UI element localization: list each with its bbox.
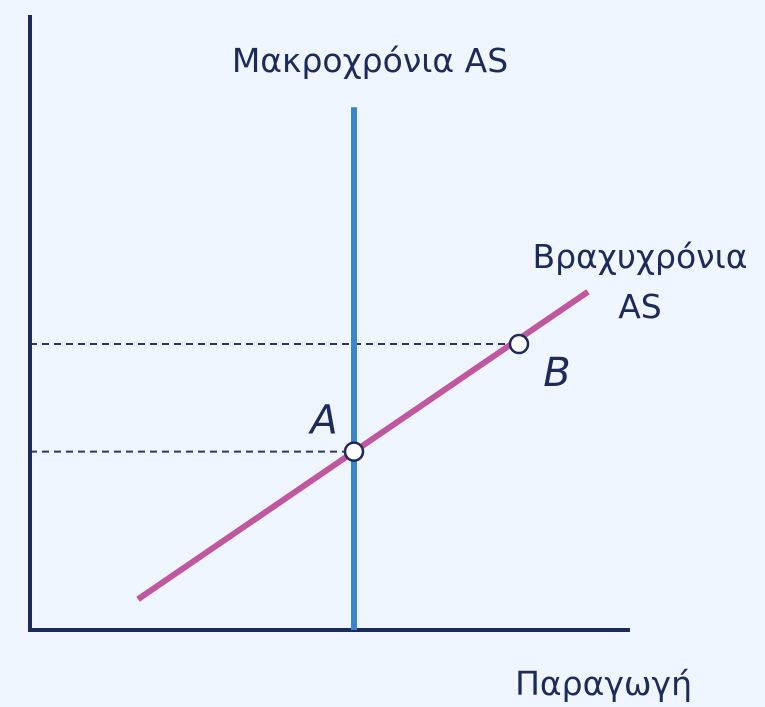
- point-marker-b: [508, 333, 530, 355]
- short-run-as-label-line2: AS: [618, 287, 662, 326]
- x-axis-label: Παραγωγή: [515, 664, 692, 703]
- guide-lines: [30, 343, 519, 453]
- point-label-a: A: [307, 398, 337, 444]
- long-run-as-label: Μακροχρόνια AS: [232, 41, 508, 80]
- point-marker-a: [343, 441, 365, 462]
- short-run-as-label-line1: Βραχυχρόνια: [532, 237, 747, 276]
- point-markers: [343, 333, 530, 462]
- axes: [28, 15, 630, 632]
- point-label-b: B: [543, 350, 570, 396]
- series-group: [136, 107, 590, 630]
